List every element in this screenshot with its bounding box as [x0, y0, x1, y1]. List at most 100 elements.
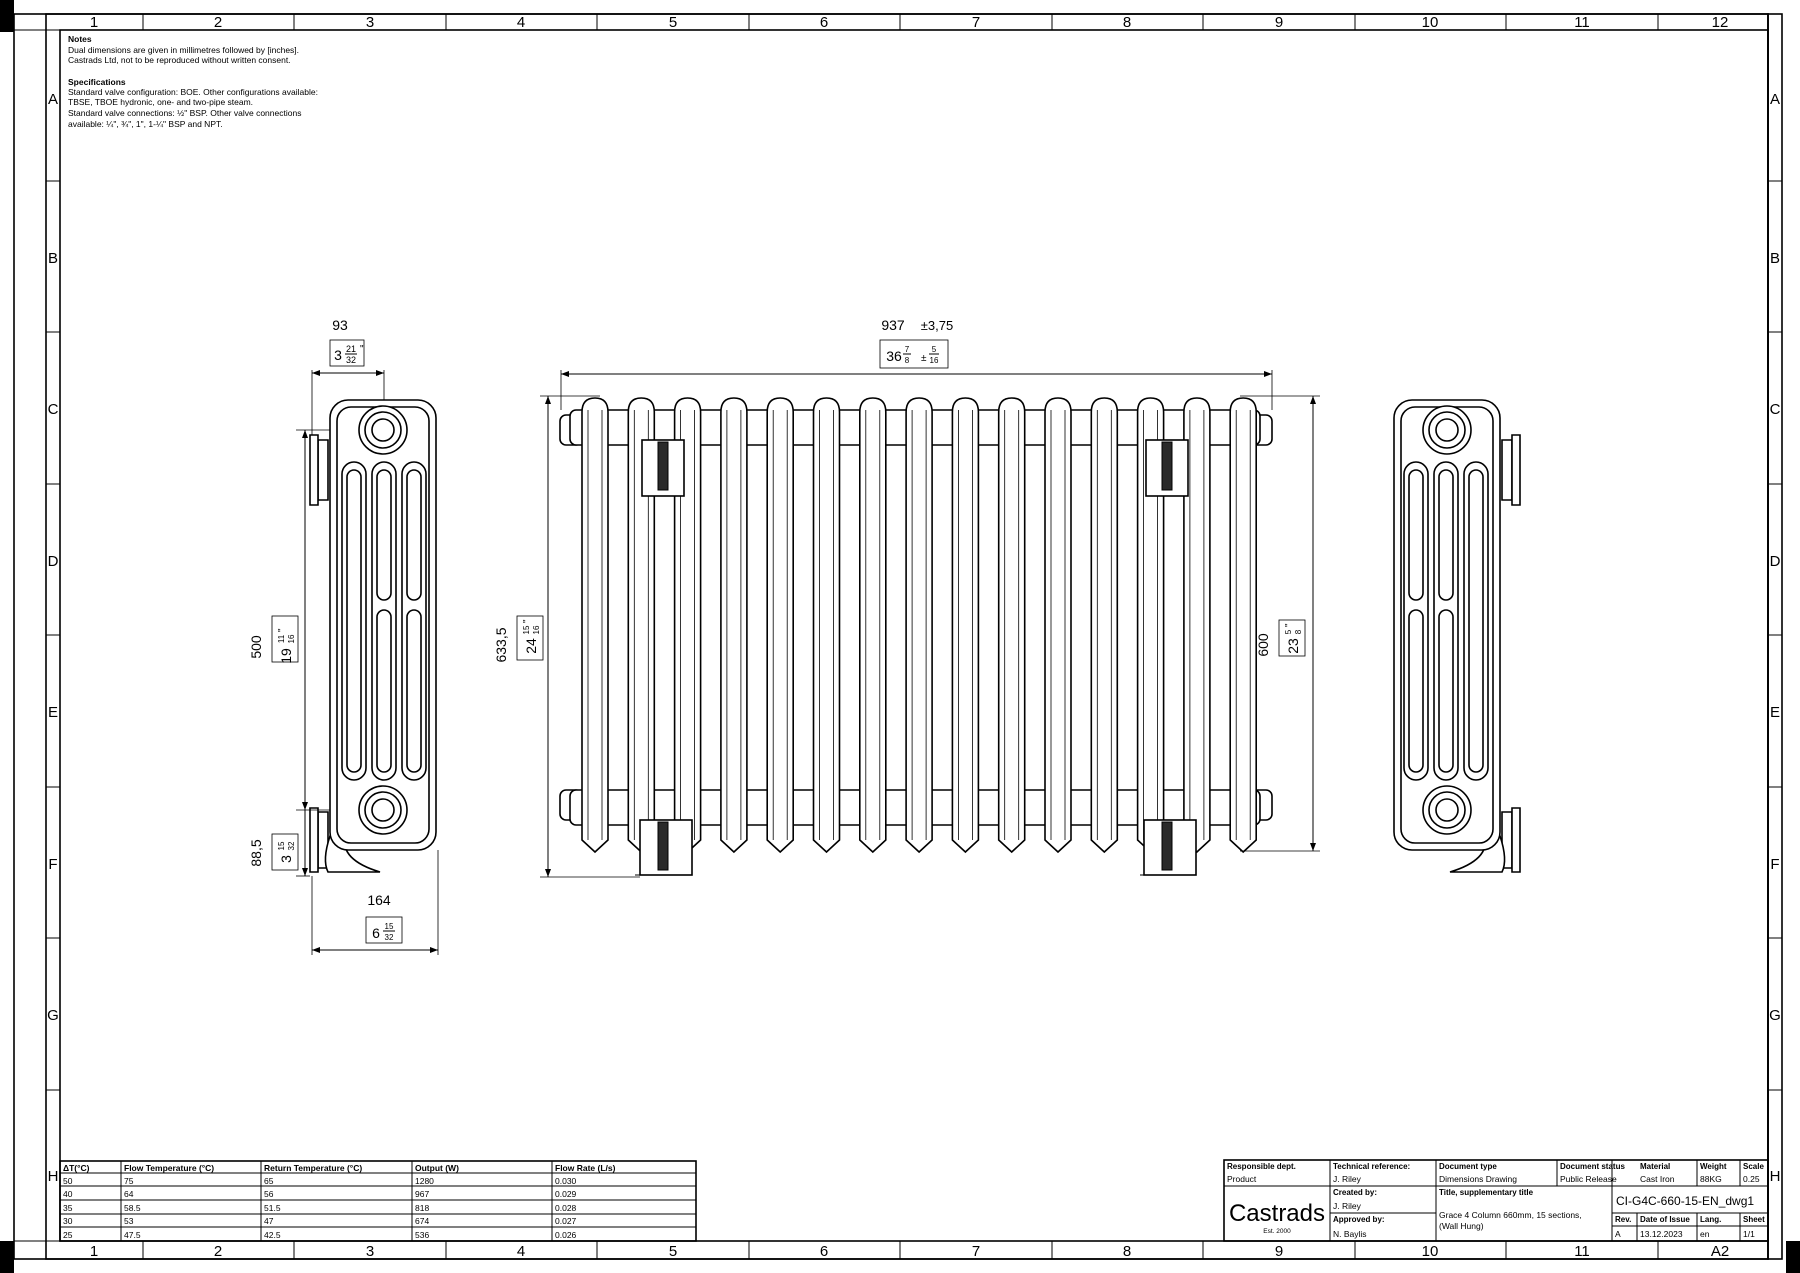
- grid-row-label: A: [1770, 91, 1780, 108]
- grid-col-label: 6: [820, 14, 828, 31]
- table-cell: 0.029: [555, 1189, 577, 1199]
- radiator-section: [1229, 397, 1257, 854]
- grid-col-label: 1: [90, 1243, 98, 1260]
- grid-row-label: A: [48, 91, 58, 108]
- date-label: Date of Issue: [1640, 1215, 1690, 1224]
- centres-in-whole: 19: [278, 648, 294, 664]
- table-cell: 0.030: [555, 1176, 577, 1186]
- inch-mark: ": [1284, 623, 1295, 627]
- lang: en: [1700, 1229, 1710, 1239]
- performance-table: ΔT(°C) Flow Temperature (°C) Return Temp…: [59, 1160, 697, 1242]
- length-in-num: 7: [905, 345, 910, 354]
- height-in-whole: 23: [1285, 638, 1301, 654]
- side-width-in-den: 32: [346, 355, 356, 365]
- table-header: Flow Temperature (°C): [124, 1163, 214, 1173]
- grid-row-label: D: [1770, 553, 1781, 570]
- grid-row-label: F: [1770, 856, 1779, 873]
- table-cell: 818: [415, 1203, 429, 1213]
- radiator-section: [766, 397, 794, 854]
- radiator-section: [859, 397, 887, 854]
- front-view: [559, 397, 1273, 876]
- table-cell: 65: [264, 1176, 274, 1186]
- specifications-heading: Specifications: [68, 77, 126, 87]
- grid-col-label: 1: [90, 14, 98, 31]
- radiator-section: [997, 397, 1026, 854]
- material: Cast Iron: [1640, 1174, 1675, 1184]
- radiator-section: [812, 397, 841, 854]
- notes-line: Castrads Ltd, not to be reproduced witho…: [68, 55, 291, 65]
- logo-est-text: Est. 2000: [1263, 1228, 1291, 1235]
- grid-col-label: 6: [820, 1243, 828, 1260]
- length-in-den: 8: [905, 356, 910, 365]
- table-cell: 0.027: [555, 1216, 577, 1226]
- centres-mm: 500: [248, 635, 264, 659]
- grid-col-label: 3: [366, 14, 374, 31]
- table-cell: 53: [124, 1216, 134, 1226]
- centres-in-den: 16: [287, 634, 296, 643]
- material-label: Material: [1640, 1162, 1670, 1171]
- side-width-in-whole: 3: [334, 347, 342, 363]
- table-cell: 0.028: [555, 1203, 577, 1213]
- length-tol-in-den: 16: [930, 356, 939, 365]
- length-mm: 937: [881, 317, 905, 333]
- weight-label: Weight: [1700, 1162, 1727, 1171]
- bottom-mm: 88,5: [248, 839, 264, 866]
- grid-row-label: H: [48, 1168, 59, 1185]
- table-cell: 58.5: [124, 1203, 141, 1213]
- table-cell: 42.5: [264, 1230, 281, 1240]
- table-header: ΔT(°C): [63, 1163, 90, 1173]
- total-height-in-num: 15: [522, 625, 531, 634]
- radiator-section: [720, 397, 748, 854]
- radiator-section: [1044, 397, 1072, 854]
- row-grid: [46, 180, 1782, 1091]
- document-status: Public Release: [1560, 1174, 1617, 1184]
- grid-row-label: D: [48, 553, 59, 570]
- technical-reference: J. Riley: [1333, 1174, 1362, 1184]
- radiator-section: [1090, 397, 1119, 854]
- table-cell: 40: [63, 1189, 73, 1199]
- left-side-view: [309, 399, 437, 873]
- length-in-whole: 36: [886, 348, 902, 364]
- rev: A: [1615, 1229, 1621, 1239]
- rev-label: Rev.: [1615, 1215, 1631, 1224]
- depth-in-num: 15: [385, 922, 394, 931]
- approved-by: N. Baylis: [1333, 1229, 1367, 1239]
- grid-col-label: 4: [517, 1243, 525, 1260]
- grid-col-label: 12: [1712, 14, 1729, 31]
- grid-col-label: 2: [214, 1243, 222, 1260]
- column-grid: [142, 14, 1659, 1259]
- centres-in-num: 11: [277, 634, 286, 643]
- side-width-in-num: 21: [346, 344, 356, 354]
- inch-mark: ": [277, 628, 288, 632]
- radiator-section: [581, 397, 609, 854]
- grid-col-label: 8: [1123, 14, 1131, 31]
- drawing-number: CI-G4C-660-15-EN_dwg1: [1616, 1194, 1754, 1208]
- depth-in-den: 32: [385, 933, 394, 942]
- table-cell: 35: [63, 1203, 73, 1213]
- created-by-label: Created by:: [1333, 1188, 1377, 1197]
- total-height-mm: 633,5: [493, 627, 509, 662]
- grid-row-label: F: [48, 856, 57, 873]
- grid-col-label: 9: [1275, 1243, 1283, 1260]
- radiator-section: [627, 397, 656, 854]
- table-header: Flow Rate (L/s): [555, 1163, 616, 1173]
- responsible-dept: Product: [1227, 1174, 1257, 1184]
- grid-col-label: 3: [366, 1243, 374, 1260]
- technical-reference-label: Technical reference:: [1333, 1162, 1410, 1171]
- notes-line: Dual dimensions are given in millimetres…: [68, 45, 299, 55]
- table-cell: 51.5: [264, 1203, 281, 1213]
- title-label: Title, supplementary title: [1439, 1188, 1534, 1197]
- front-view-dimensions: 937 ±3,75 36 7 8 ± 5 16 633,5 24 15 16 "…: [493, 317, 1320, 878]
- table-header: Return Temperature (°C): [264, 1163, 362, 1173]
- grid-row-label: C: [1770, 401, 1781, 418]
- specifications-line: available: ¼", ¾", 1", 1-¼" BSP and NPT.: [68, 119, 223, 129]
- table-cell: 1280: [415, 1176, 434, 1186]
- sheet: 1/1: [1743, 1229, 1755, 1239]
- castrads-logo: Castrads: [1229, 1200, 1325, 1227]
- total-height-in-whole: 24: [523, 638, 539, 654]
- responsible-dept-label: Responsible dept.: [1227, 1162, 1296, 1171]
- left-view-dimensions: 93 3 21 32 " 500 19 11 16 " 88,5 3 15 32: [248, 317, 439, 955]
- table-cell: 25: [63, 1230, 73, 1240]
- depth-mm: 164: [367, 892, 391, 908]
